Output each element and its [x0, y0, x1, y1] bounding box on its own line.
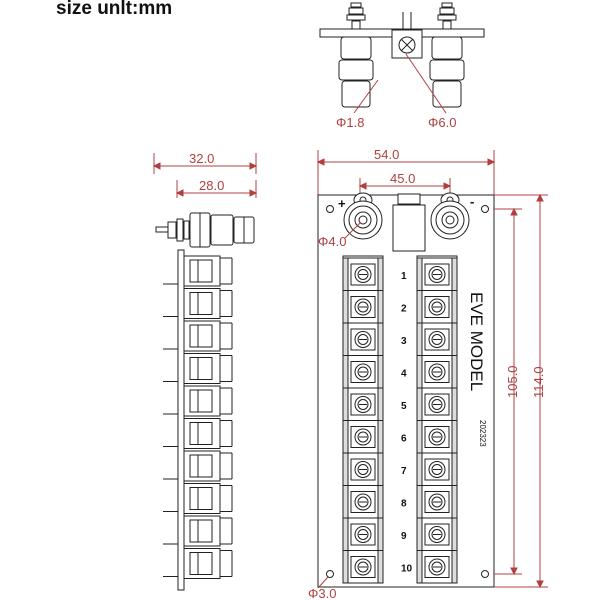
side-terminal-block [163, 255, 233, 287]
mount-hole-leader [317, 576, 329, 589]
post-hole-label: Φ4.0 [318, 234, 346, 249]
brand-label: EVE MODEL [467, 292, 486, 391]
post-hole-leader [344, 221, 362, 239]
screw-terminal [342, 485, 384, 519]
front-view-center-block [392, 193, 426, 252]
page-title: size unlt:mm [56, 0, 173, 19]
terminal-number: 10 [401, 564, 413, 575]
side-terminal-block [163, 320, 233, 352]
screw-terminal [342, 257, 384, 291]
top-view-leader-right [405, 53, 447, 114]
screw-terminal [416, 517, 458, 551]
terminal-number: 5 [401, 401, 407, 412]
side-dim-32-label: 32.0 [189, 151, 214, 166]
side-view-terminal-blocks [163, 255, 233, 579]
top-view-center-component [391, 12, 423, 59]
terminal-number: 3 [401, 336, 407, 347]
screw-terminal [342, 550, 384, 584]
screw-terminal [342, 355, 384, 389]
top-view-leader-left [353, 79, 379, 114]
front-dim-54 [316, 150, 496, 195]
screw-terminal [416, 420, 458, 454]
screw-terminal [416, 485, 458, 519]
side-dim-28 [175, 180, 258, 198]
screw-terminal [342, 420, 384, 454]
screw-terminal [416, 387, 458, 421]
terminal-number: 8 [401, 499, 407, 510]
side-terminal-block [163, 353, 233, 384]
side-view-post [155, 212, 255, 248]
screw-terminal [416, 355, 458, 389]
terminal-number-labels: 1 2 3 4 5 6 7 8 9 10 [401, 271, 413, 575]
top-view-left-hole-label: Φ1.8 [336, 115, 364, 130]
plus-sign: + [338, 196, 346, 211]
terminal-number: 2 [401, 304, 407, 315]
terminal-number: 7 [401, 466, 407, 477]
screw-terminal [416, 290, 458, 324]
side-terminal-block [163, 385, 233, 417]
terminal-number: 4 [401, 369, 407, 380]
side-terminal-block [163, 450, 233, 482]
screw-terminal [342, 452, 384, 486]
front-dim-105 [494, 207, 522, 576]
screw-terminal [416, 452, 458, 486]
side-terminal-block [163, 515, 233, 547]
side-dim-32 [152, 153, 258, 174]
minus-sign: - [470, 194, 474, 209]
side-dim-28-label: 28.0 [199, 178, 224, 193]
screw-terminal [342, 517, 384, 551]
side-terminal-block [163, 483, 233, 514]
side-terminal-block [163, 418, 233, 449]
top-view-right-hole-label: Φ6.0 [428, 115, 456, 130]
mount-hole-label: Φ3.0 [308, 586, 336, 600]
side-terminal-block [163, 288, 233, 319]
side-terminal-block [163, 548, 233, 579]
front-dim-114-label: 114.0 [531, 366, 546, 398]
screw-terminal [342, 387, 384, 421]
screw-terminal [416, 322, 458, 356]
screw-terminal [342, 290, 384, 324]
front-view-right-post [430, 192, 470, 240]
top-view [319, 2, 485, 114]
terminal-number: 1 [401, 271, 407, 282]
terminal-number: 9 [401, 531, 407, 542]
mount-hole-top-right [481, 205, 489, 213]
mount-hole-bottom-left [326, 570, 334, 578]
front-view-terminal-strip [342, 255, 458, 584]
terminal-number: 6 [401, 434, 407, 445]
mount-hole-top-left [326, 205, 334, 213]
screw-terminal [416, 550, 458, 584]
mount-hole-bottom-right [481, 570, 489, 578]
top-view-right-post [429, 2, 465, 108]
front-dim-114 [494, 193, 548, 589]
top-view-left-post [338, 2, 374, 108]
front-dim-105-label: 105.0 [505, 365, 520, 398]
side-view-board [177, 249, 185, 591]
side-view [152, 153, 258, 591]
front-view [316, 150, 548, 589]
front-dim-45-label: 45.0 [390, 171, 415, 186]
screw-terminal [416, 257, 458, 291]
front-dim-54-label: 54.0 [374, 147, 399, 162]
code-label: 202323 [478, 420, 487, 447]
screw-terminal [342, 322, 384, 356]
